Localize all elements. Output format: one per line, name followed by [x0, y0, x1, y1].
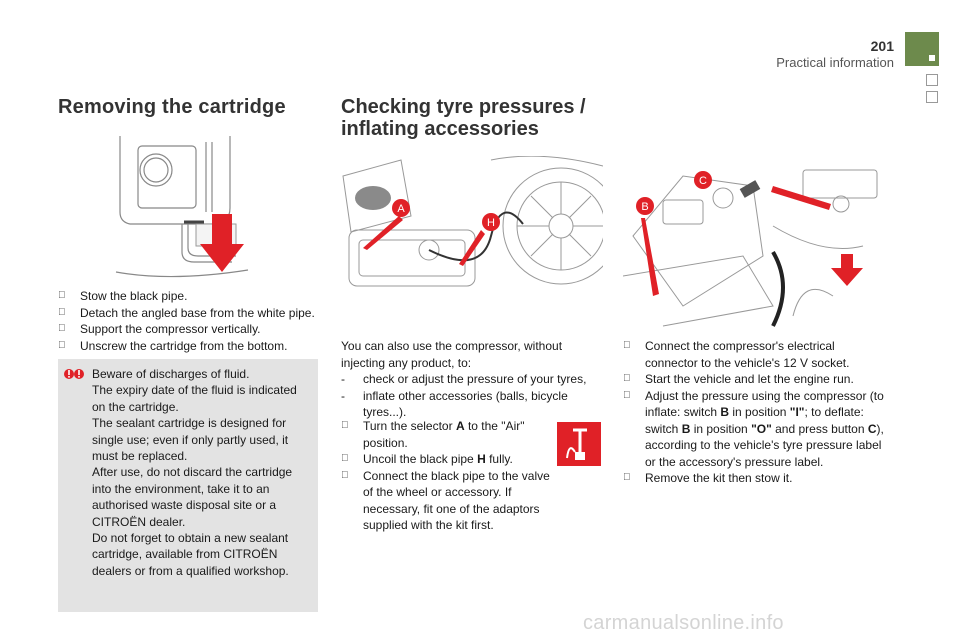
section-heading-tyre-pressures: Checking tyre pressures /inflating acces… — [341, 96, 586, 140]
list-item: Uncoil the black pipe H fully. — [341, 451, 551, 468]
warning-line: The sealant cartridge is designed for si… — [92, 416, 289, 464]
bullet-icon:  — [623, 338, 631, 355]
list-item: Start the vehicle and let the engine ru… — [623, 371, 888, 388]
list-item: Remove the kit then stow it. — [623, 470, 888, 487]
bullet-icon:  — [623, 470, 631, 487]
bullet-icon:  — [58, 338, 66, 355]
selector-steps: Turn the selector A to the "Air" positi… — [341, 418, 551, 534]
chapter-tab-empty[interactable] — [926, 91, 938, 103]
warning-line: Do not forget to obtain a new sealant ca… — [92, 531, 289, 578]
compressor-socket-illustration: C B — [623, 156, 885, 330]
list-item: Detach the angled base from the white p… — [58, 305, 323, 322]
intro-text: You can also use the compressor, without… — [341, 339, 563, 370]
list-item: Turn the selector A to the "Air" positi… — [341, 418, 551, 451]
cartridge-steps: Stow the black pipe. Detach the angled… — [58, 288, 323, 354]
callout-H-icon — [482, 213, 500, 231]
section-title: Practical information — [776, 55, 894, 70]
bullet-icon:  — [58, 305, 66, 322]
list-item: Support the compressor vertically. — [58, 321, 323, 338]
compressor-steps: Connect the compressor's electrical con… — [623, 338, 888, 487]
bullet-icon:  — [341, 418, 349, 435]
warning-text: Beware of discharges of fluid. The expir… — [92, 366, 312, 579]
list-item: Unscrew the cartridge from the bottom. — [58, 338, 323, 355]
section-heading-removing-cartridge: Removing the cartridge — [58, 96, 286, 118]
warning-line: Beware of discharges of fluid. — [92, 367, 250, 381]
callout-B: B — [641, 201, 648, 213]
warning-line: After use, do not discard the cartridge … — [92, 465, 293, 529]
page-number: 201 — [870, 38, 894, 54]
compressor-wheel-illustration: A H — [341, 156, 603, 324]
watermark: carmanualsonline.info — [583, 612, 784, 634]
bullet-icon:  — [623, 371, 631, 388]
list-item: Adjust the pressure using the compresso… — [623, 388, 888, 471]
warning-box — [58, 359, 318, 612]
callout-A: A — [397, 203, 405, 215]
warning-line: The expiry date of the fluid is indicate… — [92, 383, 297, 414]
callout-C-icon — [694, 171, 712, 189]
chapter-tab[interactable] — [905, 32, 939, 66]
list-item: -check or adjust the pressure of your ty… — [341, 372, 587, 386]
tab-marker — [929, 55, 935, 61]
list-item: Stow the black pipe. — [58, 288, 323, 305]
list-item: Connect the compressor's electrical con… — [623, 338, 888, 371]
tyre-inflation-icon — [557, 422, 601, 466]
warning-exclamation-icon — [64, 369, 84, 379]
callout-A-icon — [392, 199, 410, 217]
bullet-icon:  — [58, 321, 66, 338]
bullet-icon:  — [341, 468, 349, 485]
down-arrow-icon — [200, 214, 244, 272]
bullet-icon:  — [58, 288, 66, 305]
callout-B-icon — [636, 197, 654, 215]
cartridge-removal-illustration — [112, 132, 252, 280]
bullet-icon:  — [623, 388, 631, 405]
chapter-tab-empty[interactable] — [926, 74, 938, 86]
intro-paragraph: You can also use the compressor, without… — [341, 338, 603, 421]
callout-C: C — [699, 175, 707, 187]
bullet-icon:  — [341, 451, 349, 468]
callout-H: H — [487, 217, 495, 229]
list-item: -inflate other accessories (balls, bicyc… — [341, 388, 568, 420]
list-item: Connect the black pipe to the valve of … — [341, 468, 551, 534]
